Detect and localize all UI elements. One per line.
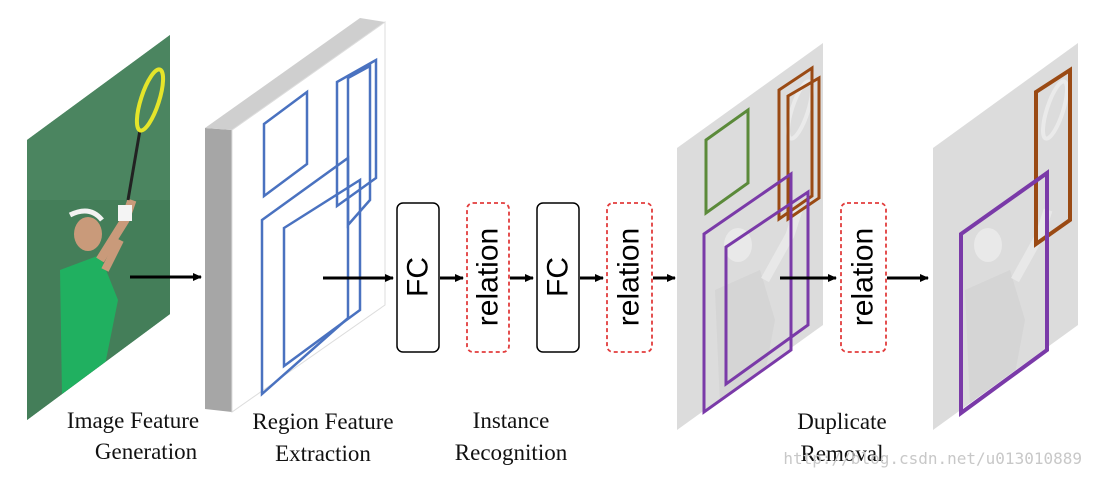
svg-text:relation: relation bbox=[613, 228, 646, 326]
detection-box-green bbox=[704, 107, 750, 216]
label-duplicate-line2: Removal bbox=[800, 441, 883, 466]
svg-text:relation: relation bbox=[472, 228, 505, 326]
detection-box-brown bbox=[786, 75, 821, 222]
watermark-url: http://blog.csdn.net/u013010889 bbox=[783, 449, 1082, 468]
label-region-feature-line1: Region Feature bbox=[252, 409, 393, 434]
detection-box-purple bbox=[702, 171, 793, 415]
svg-text:FC: FC bbox=[402, 257, 435, 297]
detections-image bbox=[677, 43, 823, 430]
label-duplicate-line1: Duplicate bbox=[797, 409, 886, 434]
final-box-brown bbox=[1034, 66, 1072, 248]
input-photo bbox=[27, 35, 170, 420]
label-instance-line2: Recognition bbox=[455, 440, 568, 465]
relation-box-3: relation bbox=[840, 202, 887, 353]
feature-region-box bbox=[262, 89, 309, 199]
final-box-purple bbox=[959, 169, 1049, 417]
svg-text:relation: relation bbox=[847, 228, 880, 326]
label-instance-line1: Instance bbox=[473, 408, 550, 433]
fc-box-2: FC bbox=[536, 202, 580, 353]
region-feature-block bbox=[205, 18, 386, 413]
fc-box-1: FC bbox=[396, 202, 440, 353]
svg-text:FC: FC bbox=[542, 257, 575, 297]
feature-region-box bbox=[282, 177, 362, 369]
label-image-feature-line1: Image Feature bbox=[67, 408, 199, 433]
detection-box-purple bbox=[724, 189, 810, 387]
detection-box-brown bbox=[777, 65, 814, 222]
relation-box-2: relation bbox=[606, 202, 653, 353]
output-image bbox=[933, 43, 1078, 430]
label-region-feature-line2: Extraction bbox=[275, 441, 371, 466]
relation-box-1: relation bbox=[466, 202, 510, 353]
label-image-feature-line2: Generation bbox=[95, 439, 198, 464]
